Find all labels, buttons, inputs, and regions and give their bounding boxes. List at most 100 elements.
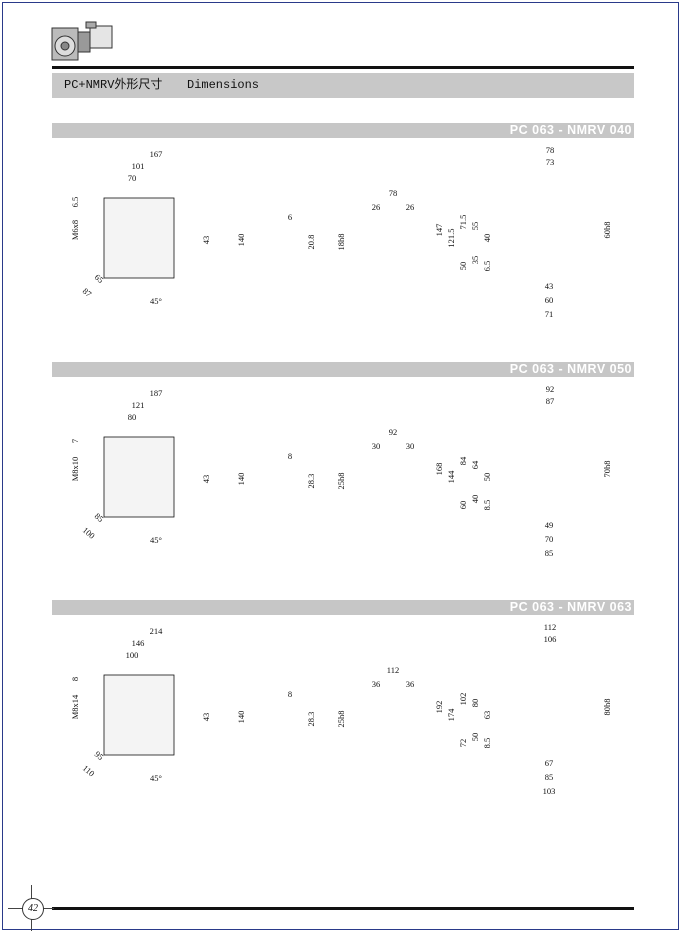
dim-right-h5: 63 (482, 711, 492, 720)
dim-hollow-len: 112 (387, 665, 399, 675)
dim-right-h8: 8.5 (482, 738, 492, 749)
dim-right-h6: 60 (458, 501, 468, 510)
dim-hollow-bore: 25h8 (336, 473, 346, 490)
page-number: 42 (22, 898, 44, 920)
dim-hollow-b: 36 (406, 679, 415, 689)
dim-right-h4: 64 (470, 460, 480, 469)
dim-right-h7: 50 (470, 733, 480, 742)
dim-offset: 6.5 (70, 197, 80, 208)
dim-right-h2: 121.5 (446, 228, 456, 247)
dim-hollow-bore: 18h8 (336, 234, 346, 251)
dim-right-w2: 87 (546, 396, 555, 406)
dim-140: 140 (236, 234, 246, 247)
dim-right-h3: 84 (458, 456, 468, 465)
dim-43: 43 (201, 236, 211, 245)
section-bar-2: PC 063 - NMRV 050 (52, 362, 634, 377)
dim-center: 80 (128, 412, 137, 422)
dim-hollow-a: 30 (372, 441, 381, 451)
dim-right-h7: 40 (470, 495, 480, 504)
dim-body-width: 101 (132, 161, 145, 171)
dim-43: 43 (201, 713, 211, 722)
page-header: PC+NMRV外形尺寸 Dimensions (52, 73, 634, 98)
dim-right-b3: 71 (545, 309, 554, 319)
dim-overall: 167 (150, 149, 163, 159)
dim-right-h2: 144 (446, 470, 456, 484)
dim-overall: 214 (150, 626, 164, 636)
dim-overall: 187 (150, 388, 163, 398)
dim-right-h3: 71.5 (458, 215, 468, 230)
section-title: PC 063 - NMRV 063 (509, 600, 632, 614)
dim-right-h8: 6.5 (482, 261, 492, 272)
dim-right-flange: 70h8 (602, 461, 612, 478)
dim-shaft-key: 8 (288, 689, 292, 699)
drawing-section-1: 167 101 70 6.5 M6x8 43 140 65 87 45° 6 2… (70, 145, 612, 319)
dim-right-h5: 40 (482, 234, 492, 243)
dim-thread: M8x10 (70, 457, 80, 482)
dim-diag-outer: 87 (81, 286, 94, 299)
dim-right-w1: 78 (546, 145, 555, 155)
dim-center: 100 (126, 650, 139, 660)
dim-right-h3: 102 (458, 693, 468, 706)
dim-angle: 45° (150, 535, 162, 545)
dim-right-flange: 60h8 (602, 222, 612, 239)
dim-right-b3: 85 (545, 548, 554, 558)
dim-offset: 8 (70, 677, 80, 681)
dim-hollow-a: 36 (372, 679, 381, 689)
dim-hollow-a: 26 (372, 202, 381, 212)
drawing-section-3: 214 146 100 8 M8x14 43 140 95 110 45° 8 … (70, 622, 612, 796)
dim-right-h6: 50 (458, 262, 468, 271)
dim-right-b3: 103 (543, 786, 556, 796)
dim-right-h8: 8.5 (482, 500, 492, 511)
dim-43: 43 (201, 475, 211, 484)
header-title-cn: PC+NMRV外形尺寸 (64, 78, 163, 92)
section-title: PC 063 - NMRV 050 (509, 362, 632, 376)
dim-hollow-bore: 25h8 (336, 711, 346, 728)
bottom-rule (52, 907, 634, 910)
drawing-section-2: 187 121 80 7 M8x10 43 140 85 100 45° 8 2… (70, 384, 612, 558)
dim-body-width: 121 (132, 400, 145, 410)
section-bar-3: PC 063 - NMRV 063 (52, 600, 634, 615)
dim-diag-outer: 100 (81, 525, 97, 541)
dim-hollow-b: 30 (406, 441, 415, 451)
section-title: PC 063 - NMRV 040 (509, 123, 632, 137)
dim-right-h7: 35 (470, 256, 480, 265)
dim-diag-outer: 110 (81, 763, 97, 779)
dim-140: 140 (236, 711, 246, 724)
dim-angle: 45° (150, 296, 162, 306)
dim-right-w1: 112 (544, 622, 556, 632)
dim-angle: 45° (150, 773, 162, 783)
dim-right-b2: 60 (545, 295, 554, 305)
dim-hollow-len: 92 (389, 427, 398, 437)
dim-thread: M8x14 (70, 694, 80, 719)
dim-shaft-dia: 28.3 (306, 712, 316, 727)
dim-right-h2: 174 (446, 708, 456, 722)
dim-right-flange: 80h8 (602, 699, 612, 716)
dim-body-width: 146 (132, 638, 145, 648)
dim-hollow-b: 26 (406, 202, 415, 212)
dim-thread: M6x8 (70, 220, 80, 240)
dim-right-h6: 72 (458, 739, 468, 748)
section-bar-1: PC 063 - NMRV 040 (52, 123, 634, 138)
dim-hollow-len: 78 (389, 188, 398, 198)
dim-shaft-key: 8 (288, 451, 292, 461)
dim-140: 140 (236, 473, 246, 486)
dim-shaft-key: 6 (288, 212, 292, 222)
dim-right-b2: 85 (545, 772, 554, 782)
dim-right-h1: 147 (434, 224, 444, 237)
dim-right-b1: 43 (545, 281, 554, 291)
dim-right-w2: 73 (546, 157, 555, 167)
top-rule (52, 66, 634, 69)
dim-right-w2: 106 (544, 634, 557, 644)
product-thumbnail-icon (51, 21, 113, 61)
dim-right-b1: 49 (545, 520, 554, 530)
dim-offset: 7 (70, 439, 80, 443)
dim-right-b1: 67 (545, 758, 554, 768)
header-title-en: Dimensions (187, 78, 260, 92)
dim-right-b2: 70 (545, 534, 554, 544)
dim-right-h5: 50 (482, 473, 492, 482)
dim-right-h4: 55 (470, 222, 480, 231)
dim-right-h1: 192 (434, 701, 444, 714)
dim-shaft-dia: 28.3 (306, 474, 316, 489)
dim-right-h4: 80 (470, 699, 480, 708)
